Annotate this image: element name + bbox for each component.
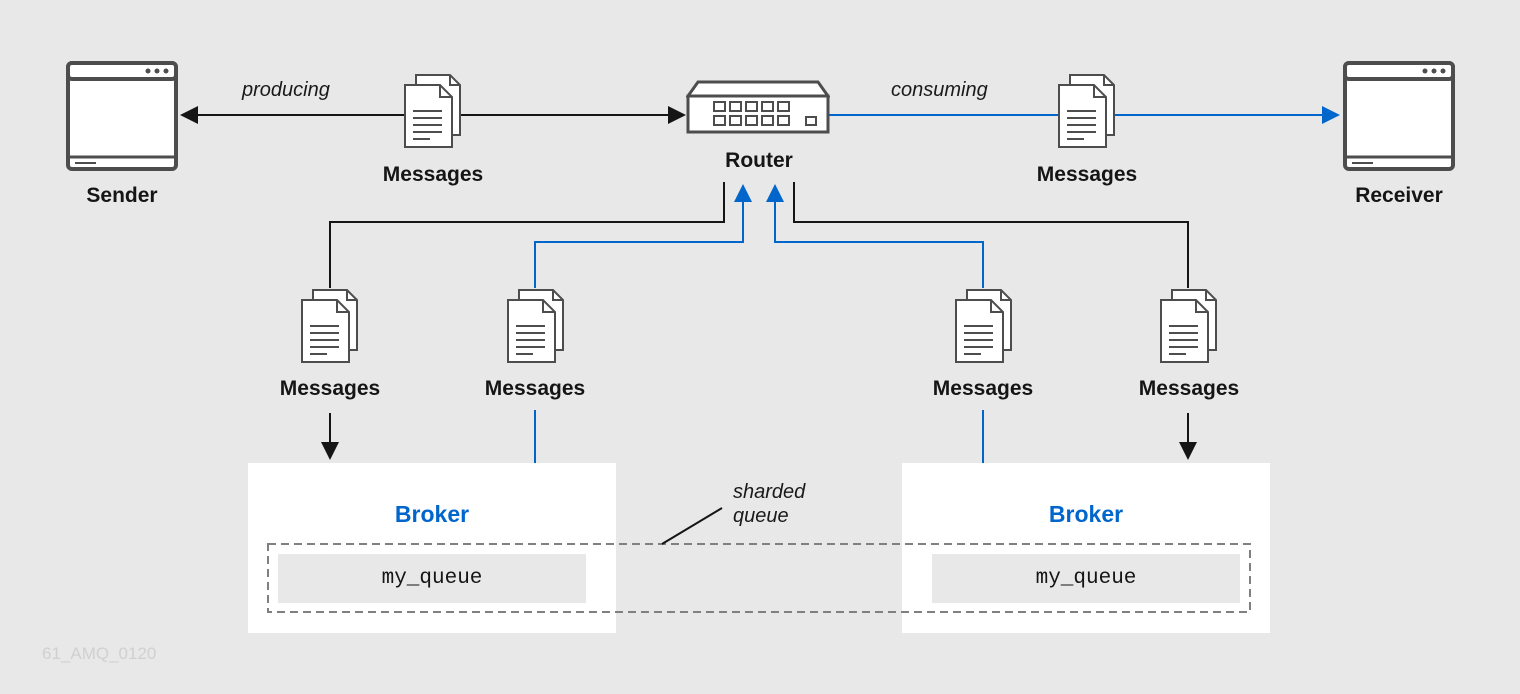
documents-icon [1058,74,1115,148]
broker-box [902,463,1270,633]
arrowhead-to-broker1 [321,442,339,460]
documents-icon [404,74,461,148]
queue-box [278,554,586,603]
documents-icon [507,289,564,363]
queue-name: my_queue [1035,567,1137,590]
arrowhead-broker1-to-router [734,184,752,202]
queue-name: my_queue [381,567,483,590]
messages-label: Messages [1138,377,1240,400]
broker-title: Broker [1048,501,1124,527]
router-to-broker2-line [793,182,1189,288]
sender-label: Sender [86,184,158,207]
messages-label: Messages [382,163,484,186]
documents-icon [1160,289,1217,363]
messages-label: Messages [1036,163,1138,186]
arrowhead-to-receiver [1322,106,1340,124]
arrowhead-to-router [668,106,686,124]
documents-icon [301,289,358,363]
broker-title: Broker [394,501,470,527]
application-window-icon [66,61,178,171]
arrowhead-to-sender [180,106,198,124]
broker2-to-router-line [774,200,984,288]
arrowhead-to-broker2 [1179,442,1197,460]
watermark-id: 61_AMQ_0120 [42,644,157,663]
documents-icon [955,289,1012,363]
sharded-queue-label-line2: queue [733,505,789,527]
receiver-label: Receiver [1355,184,1443,207]
network-router-icon [686,80,830,134]
queue-box [932,554,1240,603]
messages-label: Messages [484,377,586,400]
consuming-label: consuming [891,79,988,101]
sharded-queue-label-line1: sharded [733,481,806,503]
broker1-to-router-line [534,200,744,288]
producing-label: producing [242,79,330,101]
router-to-broker1-line [329,182,725,288]
messages-label: Messages [279,377,381,400]
application-window-icon [1343,61,1455,171]
messages-label: Messages [932,377,1034,400]
arrowhead-broker2-to-router [766,184,784,202]
router-label: Router [725,149,793,172]
broker-box [248,463,616,633]
